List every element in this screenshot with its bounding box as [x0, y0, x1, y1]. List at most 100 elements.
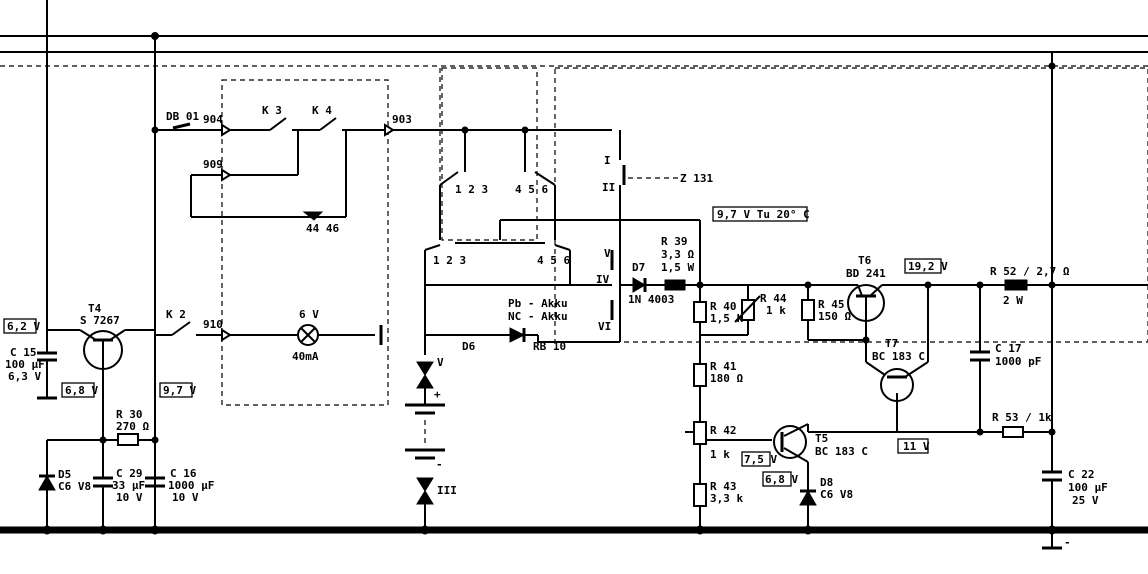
wire [904, 361, 929, 378]
d6-type: RB 10 [533, 340, 566, 353]
r30-ref: R 30 [116, 408, 143, 421]
voltage-box [3, 318, 37, 334]
r40-ref: R 40 [710, 300, 737, 313]
junction-dot [695, 525, 705, 535]
c15-value: 100 µF [5, 358, 45, 371]
connector-909-symbol [221, 168, 232, 182]
voltage-v5: 19,2 V [908, 260, 948, 273]
r44-value: 1 k [766, 304, 786, 317]
voltage-box [897, 438, 929, 454]
r30-value: 270 Ω [116, 420, 149, 433]
r52-ref: R 52 / 2,7 Ω [990, 265, 1070, 278]
t4-type: S 7267 [80, 314, 120, 327]
voltage-box [712, 206, 808, 222]
battery-diode-v2 [416, 374, 434, 389]
battery-diode-iii [416, 477, 434, 492]
switch-group-b-bottom: 4 5 6 [537, 254, 570, 267]
switch-pos-v: V [604, 247, 611, 260]
resistor-r53 [1002, 426, 1024, 438]
resistor-r41 [693, 363, 707, 387]
t5-type: BC 183 C [815, 445, 868, 458]
r39-power: 1,5 W [661, 261, 694, 274]
r44-ref: R 44 [760, 292, 787, 305]
switch-group-a-bottom: 1 2 3 [433, 254, 466, 267]
c15-voltage: 6,3 V [8, 370, 41, 383]
voltage-box [762, 471, 792, 487]
z131-ref: Z 131 [680, 172, 713, 185]
lamp-voltage: 6 V [299, 308, 319, 321]
junction-dot [420, 525, 430, 535]
r41-ref: R 41 [710, 360, 737, 373]
junction-dot [151, 436, 159, 444]
wire [109, 329, 126, 341]
battery-diode-iii-2 [416, 490, 434, 505]
voltage-v2: 6,8 V [65, 384, 98, 397]
lamp-cross [300, 327, 316, 343]
switch-pos-iv: IV [596, 273, 610, 286]
wire [554, 244, 571, 251]
t7-ref: T7 [885, 337, 898, 350]
r53-ref: R 53 / 1k [992, 411, 1052, 424]
c22-voltage: 25 V [1072, 494, 1099, 507]
k3-switch [269, 117, 287, 131]
k2-switch [171, 321, 191, 336]
switch-pos-vi: VI [598, 320, 611, 333]
db01-contact [172, 122, 191, 130]
r45-ref: R 45 [818, 298, 845, 311]
c16-voltage: 10 V [172, 491, 199, 504]
k4-switch [319, 117, 337, 131]
d6-ref: D6 [462, 340, 476, 353]
r43-value: 3,3 k [710, 492, 743, 505]
wire [79, 329, 97, 341]
diode-d6 [509, 327, 526, 343]
battery-minus: - [436, 458, 443, 471]
lamp-current: 40mA [292, 350, 319, 363]
selector-dashed-box [441, 67, 538, 241]
wire [439, 171, 459, 186]
r39-ref: R 39 [661, 235, 688, 248]
c29-voltage: 10 V [116, 491, 143, 504]
battery-pos-iii: III [437, 484, 457, 497]
connector-4446-symbol [302, 211, 324, 221]
d5-type: C6 V8 [58, 480, 91, 493]
resistor-r40 [693, 301, 707, 323]
wire [857, 284, 863, 297]
switch-pos-i: I [604, 154, 611, 167]
battery-pos-v: V [437, 356, 444, 369]
battery-pb: Pb - Akku [508, 297, 568, 310]
junction-dot [42, 525, 52, 535]
resistor-r45 [801, 299, 815, 321]
c29-value: 33 µF [112, 479, 145, 492]
junction-dot [151, 32, 159, 40]
connector-903: 903 [392, 113, 412, 126]
switch-dashed-box [221, 79, 389, 406]
resistor-r52 [1004, 279, 1028, 291]
connector-909: 909 [203, 158, 223, 171]
r41-value: 180 Ω [710, 372, 743, 385]
voltage-box [741, 451, 771, 467]
wire [783, 423, 809, 437]
connector-903-symbol [384, 123, 395, 137]
k2-ref: K 2 [166, 308, 186, 321]
resistor-r42 [693, 421, 707, 445]
t4-ref: T4 [88, 302, 102, 315]
resistor-r39 [664, 279, 686, 291]
wire [424, 244, 441, 251]
diode-d5 [38, 474, 56, 491]
c15-ref: C 15 [10, 346, 37, 359]
junction-dot [150, 525, 160, 535]
voltage-v8: 6,8 V [765, 473, 798, 486]
k3-ref: K 3 [262, 104, 282, 117]
junction-dot [976, 428, 984, 436]
ground-minus: - [1064, 536, 1071, 549]
wire [869, 284, 883, 297]
voltage-box [61, 382, 95, 398]
connector-904-symbol [221, 123, 232, 137]
t6-ref: T6 [858, 254, 872, 267]
db01-ref: DB 01 [166, 110, 199, 123]
c16-value: 1000 µF [168, 479, 214, 492]
connector-910: 910 [203, 318, 223, 331]
t7-type: BC 183 C [872, 350, 925, 363]
c17-ref: C 17 [995, 342, 1022, 355]
